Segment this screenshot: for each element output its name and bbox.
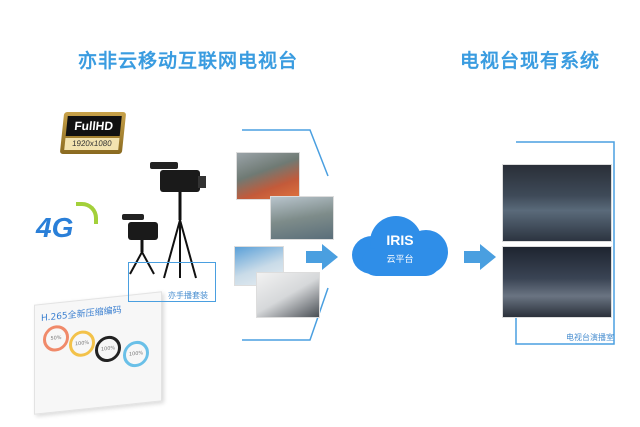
ring-1: 50%	[43, 324, 69, 353]
photo-rescue	[236, 152, 300, 200]
h265-card: H.265全新压缩编码 50% 100% 100% 100%	[34, 291, 162, 415]
iris-label: IRIS	[386, 232, 414, 248]
iris-cloud-icon	[352, 214, 448, 276]
signal-arc-icon	[76, 202, 98, 224]
camera-kit-caption: 亦手播套装	[168, 291, 208, 300]
station-bracket	[515, 141, 615, 345]
arrow-right-icon	[306, 244, 338, 270]
photo-office	[256, 272, 320, 318]
ring-2: 100%	[69, 329, 95, 359]
station-caption: 电视台演播室	[566, 333, 614, 342]
fullhd-label: FullHD	[65, 116, 122, 136]
left-title: 亦非云移动互联网电视台	[78, 50, 299, 72]
camera-kit-bracket	[128, 262, 216, 302]
ring-3: 100%	[95, 334, 121, 364]
arrow-right-icon-2	[464, 244, 496, 270]
photo-group-bracket	[242, 129, 329, 341]
photo-control-room-1	[502, 164, 612, 242]
photo-control-room-2	[502, 246, 612, 318]
fullhd-badge: FullHD 1920x1080	[59, 112, 127, 154]
photo-flood	[270, 196, 334, 240]
right-title: 电视台现有系统	[460, 50, 601, 72]
cloud-subtitle: 云平台	[386, 255, 414, 265]
fullhd-resolution: 1920x1080	[64, 138, 120, 150]
camera-tripods-icon	[122, 162, 206, 279]
h265-title: H.265全新压缩编码	[41, 305, 122, 324]
4g-icon: 4G	[36, 212, 74, 243]
ring-4: 100%	[123, 339, 149, 369]
